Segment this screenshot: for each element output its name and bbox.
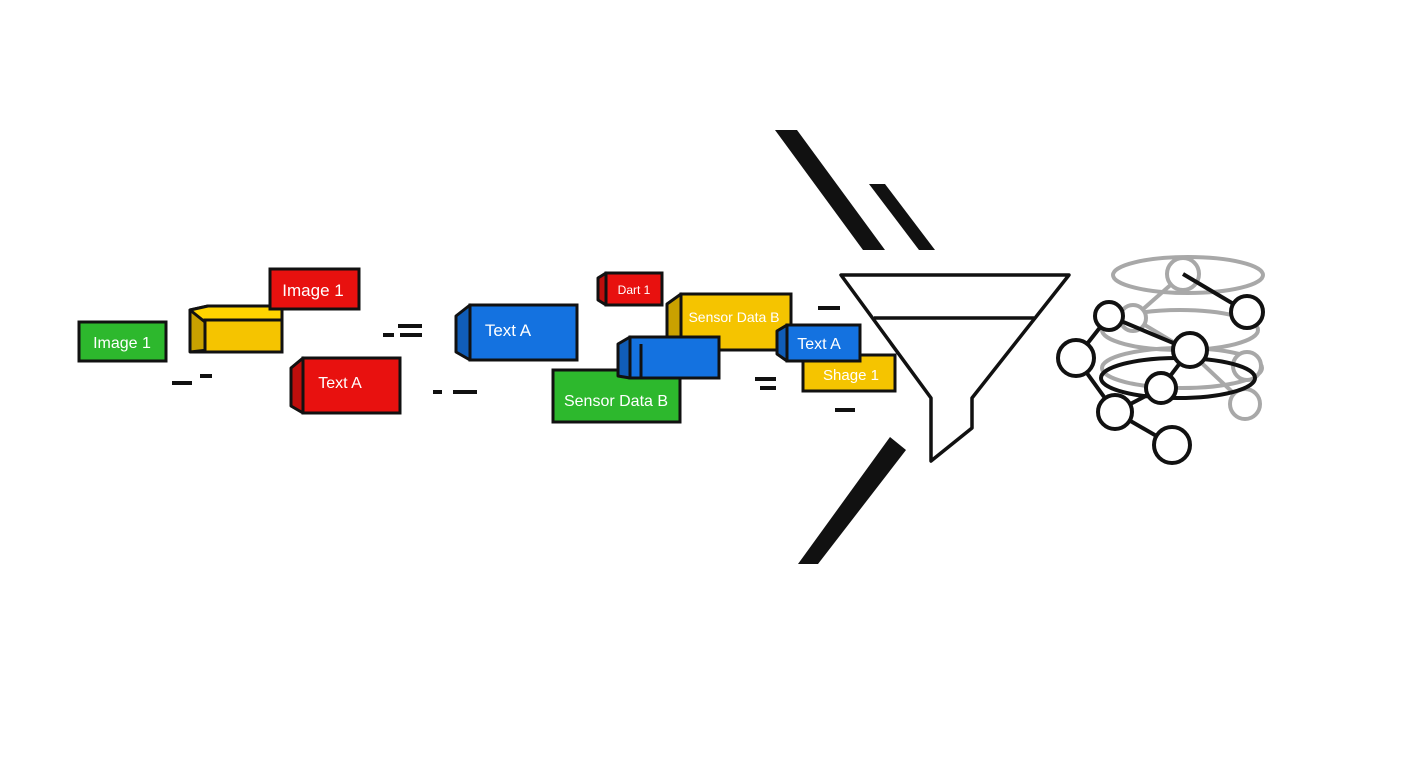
block-label: Sensor Data B <box>688 309 779 325</box>
block-label: Dart 1 <box>618 283 651 297</box>
block-label: Image 1 <box>282 281 343 300</box>
block-label: Text A <box>485 321 532 340</box>
block-text-a-blue-small: Text A <box>775 323 862 363</box>
block-blue-box <box>616 335 721 380</box>
block-image-1-red: Image 1 <box>268 267 361 311</box>
block-label: Shage 1 <box>823 367 879 384</box>
block-label: Image 1 <box>93 335 151 352</box>
block-label: Sensor Data B <box>564 393 668 410</box>
block-dart-1-red: Dart 1 <box>596 271 664 307</box>
network-graph-icon <box>1056 255 1265 465</box>
block-label: Text A <box>318 375 362 392</box>
speed-lines <box>775 130 935 564</box>
block-image-1-green: Image 1 <box>77 320 168 363</box>
block-text-a-red: Text A <box>289 356 402 415</box>
motion-dashes <box>172 306 855 412</box>
block-yellow-box <box>188 304 284 354</box>
block-label: Text A <box>797 336 841 353</box>
funnel-icon <box>839 273 1071 463</box>
block-text-a-blue: Text A <box>454 303 579 362</box>
